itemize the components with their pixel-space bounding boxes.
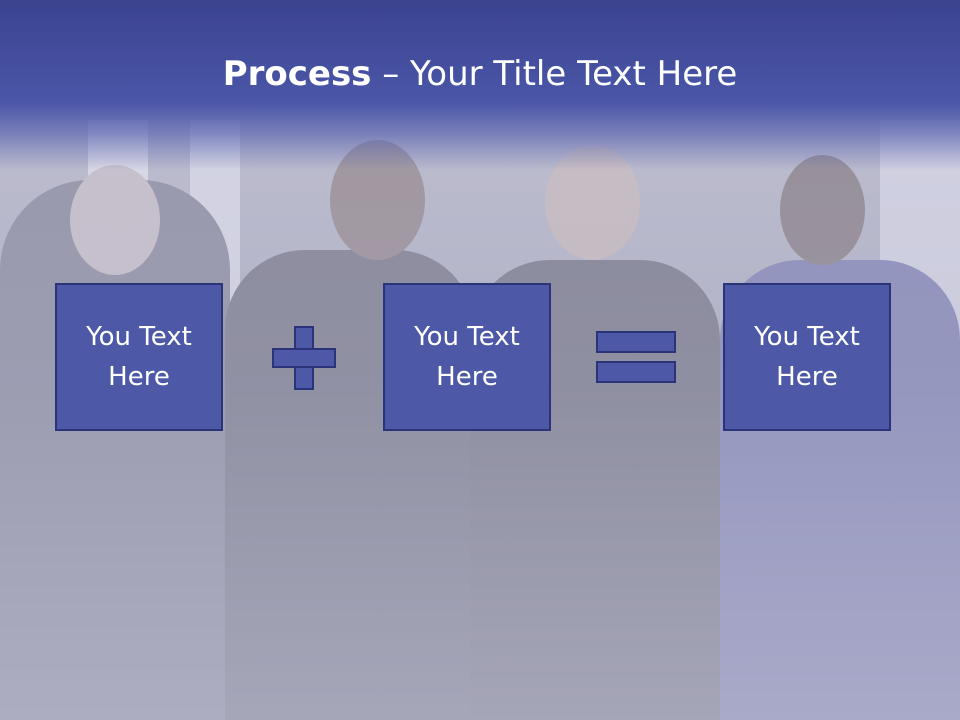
slide-title[interactable]: Process – Your Title Text Here [0,50,960,98]
process-box-3-label: You Text Here [754,322,860,392]
background-photo [0,120,960,720]
title-bold: Process [222,54,372,94]
plus-icon [272,326,336,390]
process-box-3[interactable]: You Text Here [723,283,891,431]
process-box-1-label: You Text Here [86,322,192,392]
equals-icon [596,331,676,383]
title-band [0,0,960,170]
title-rest: – Your Title Text Here [371,54,738,94]
process-box-2[interactable]: You Text Here [383,283,551,431]
process-box-2-label: You Text Here [414,322,520,392]
process-box-1[interactable]: You Text Here [55,283,223,431]
